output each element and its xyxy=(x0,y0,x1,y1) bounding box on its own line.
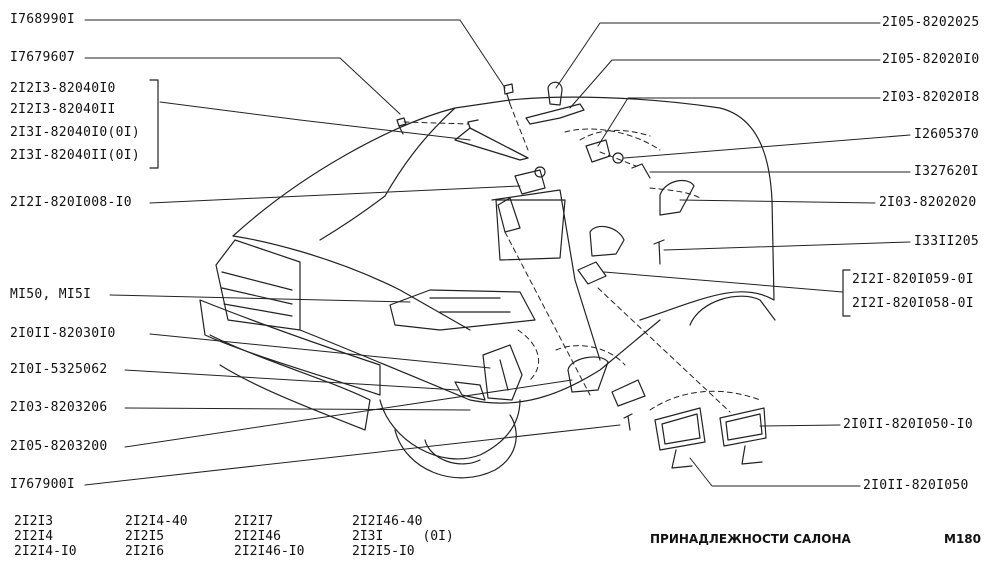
hood-line xyxy=(232,235,471,331)
interior-mirror xyxy=(659,179,695,216)
screw-top-center xyxy=(503,83,514,105)
leader-lines xyxy=(84,19,911,487)
label-2i0ii-820i050-i0: 2I0II-820I050-I0 xyxy=(843,417,974,432)
windshield-base xyxy=(319,195,386,241)
sun-visor xyxy=(454,119,529,161)
floor-mat xyxy=(389,289,536,331)
label-2i3i-82040i0-0i: 2I3I-82040I0(0I) xyxy=(10,125,141,140)
model-2i2i4-i0: 2I2I4-I0 xyxy=(14,544,77,559)
label-i767900i: I767900I xyxy=(10,477,76,492)
front-wheel xyxy=(394,414,517,479)
label-i33ii205: I33II205 xyxy=(914,234,980,249)
front-fender xyxy=(299,319,661,404)
door-window xyxy=(495,199,566,261)
left-group-bracket xyxy=(149,79,159,169)
exterior-mirror-right xyxy=(719,407,767,465)
model-column-2: 2I2I4-40 2I2I5 2I2I6 xyxy=(125,514,188,559)
model-2i2i4: 2I2I4 xyxy=(14,529,54,544)
right-group-bracket xyxy=(842,269,851,317)
label-2i03-8202020: 2I03-8202020 xyxy=(879,195,977,210)
label-2i2i3-82040ii: 2I2I3-82040II xyxy=(10,102,116,117)
label-i768990i: I768990I xyxy=(10,12,76,27)
label-mi50-mi5i: MI50, MI5I xyxy=(10,287,92,302)
visor-bracket xyxy=(514,166,546,195)
model-2i3i-0i: 2I3I (0I) xyxy=(352,529,454,544)
label-i7679607: I7679607 xyxy=(10,50,76,65)
front-wheel-inner xyxy=(424,439,481,465)
model-2i2i3: 2I2I3 xyxy=(14,514,54,529)
exterior-mirror-left xyxy=(654,407,706,469)
interior-light xyxy=(577,225,625,285)
model-2i2i4-40: 2I2I4-40 xyxy=(125,514,188,529)
model-2i2i46-40: 2I2I46-40 xyxy=(352,514,423,529)
rear-side xyxy=(639,291,775,321)
small-screw xyxy=(623,413,633,431)
small-bracket xyxy=(454,381,486,401)
label-2i05-8203200: 2I05-8203200 xyxy=(10,439,108,454)
self-tap-screw xyxy=(653,239,665,265)
mirror-clip xyxy=(547,81,563,106)
label-2i0i-5325062: 2I0I-5325062 xyxy=(10,362,108,377)
label-2i0ii-82030i0: 2I0II-82030I0 xyxy=(10,326,116,341)
model-2i2i5-i0: 2I2I5-I0 xyxy=(352,544,415,559)
grab-handle xyxy=(567,356,609,393)
model-column-1: 2I2I3 2I2I4 2I2I4-I0 xyxy=(14,514,77,559)
grille-inner xyxy=(221,271,293,317)
model-2i2i46: 2I2I46 xyxy=(234,529,281,544)
roof-line xyxy=(232,96,775,301)
label-2i0ii-820i050: 2I0II-820I050 xyxy=(863,478,969,493)
door-line xyxy=(491,189,601,361)
front-grille xyxy=(215,239,301,331)
label-2i05-82020i0: 2I05-82020I0 xyxy=(882,52,980,67)
wheel-arch-front xyxy=(379,399,521,460)
handle-cover xyxy=(611,379,646,407)
model-2i2i6: 2I2I6 xyxy=(125,544,165,559)
label-2i05-8202025: 2I05-8202025 xyxy=(882,15,980,30)
mirror-screw xyxy=(631,163,651,179)
mirror-bracket xyxy=(525,103,585,125)
label-2i2i-820i058-0i: 2I2I-820I058-0I xyxy=(852,296,974,311)
label-2i03-8203206: 2I03-8203206 xyxy=(10,400,108,415)
label-2i03-82020i8: 2I03-82020I8 xyxy=(882,90,980,105)
model-column-4: 2I2I46-40 2I3I (0I) 2I2I5-I0 xyxy=(352,514,454,559)
label-2i2i-820i008-i0: 2I2I-820I008-I0 xyxy=(10,195,132,210)
mirror-mount xyxy=(585,139,624,164)
label-i327620i: I327620I xyxy=(914,164,980,179)
label-2i2i-820i059-0i: 2I2I-820I059-0I xyxy=(852,272,974,287)
dashed-guides xyxy=(403,103,761,413)
label-i2605370: I2605370 xyxy=(914,127,980,142)
rear-wheel xyxy=(689,295,776,326)
page-title: ПРИНАДЛЕЖНОСТИ САЛОНА xyxy=(650,532,851,546)
model-2i2i5: 2I2I5 xyxy=(125,529,165,544)
label-2i3i-82040ii-0i: 2I3I-82040II(0I) xyxy=(10,148,141,163)
vehicle-outline xyxy=(199,96,776,479)
ashtray xyxy=(482,344,523,401)
model-column-3: 2I2I7 2I2I46 2I2I46-I0 xyxy=(234,514,304,559)
model-2i2i7: 2I2I7 xyxy=(234,514,274,529)
door-pocket xyxy=(497,197,521,233)
a-pillar xyxy=(384,107,456,197)
model-2i2i46-i0: 2I2I46-I0 xyxy=(234,544,305,559)
label-2i2i3-82040i0: 2I2I3-82040I0 xyxy=(10,81,116,96)
bumper-low xyxy=(209,334,371,431)
page-code: M180 xyxy=(944,532,981,546)
screw-top-left xyxy=(396,117,407,135)
